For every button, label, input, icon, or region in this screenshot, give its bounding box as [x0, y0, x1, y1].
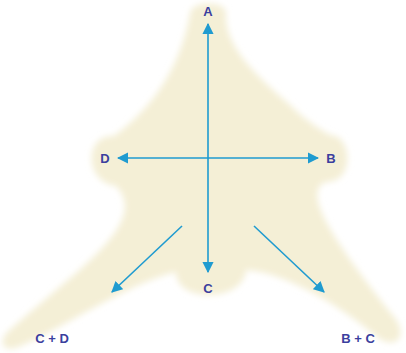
direction-label: D	[100, 152, 109, 165]
direction-label: C	[203, 282, 212, 295]
direction-label: A	[203, 5, 212, 18]
movement-arrows	[112, 24, 324, 292]
left-diagonal-arrow	[112, 226, 182, 292]
direction-label: B	[326, 152, 335, 165]
direction-label: C + D	[35, 332, 69, 345]
vertical-arrow	[207, 24, 209, 272]
direction-label: B + C	[341, 332, 375, 345]
right-diagonal-arrow	[254, 226, 324, 292]
horizontal-arrow	[118, 157, 318, 159]
amoeba-body	[3, 4, 401, 349]
